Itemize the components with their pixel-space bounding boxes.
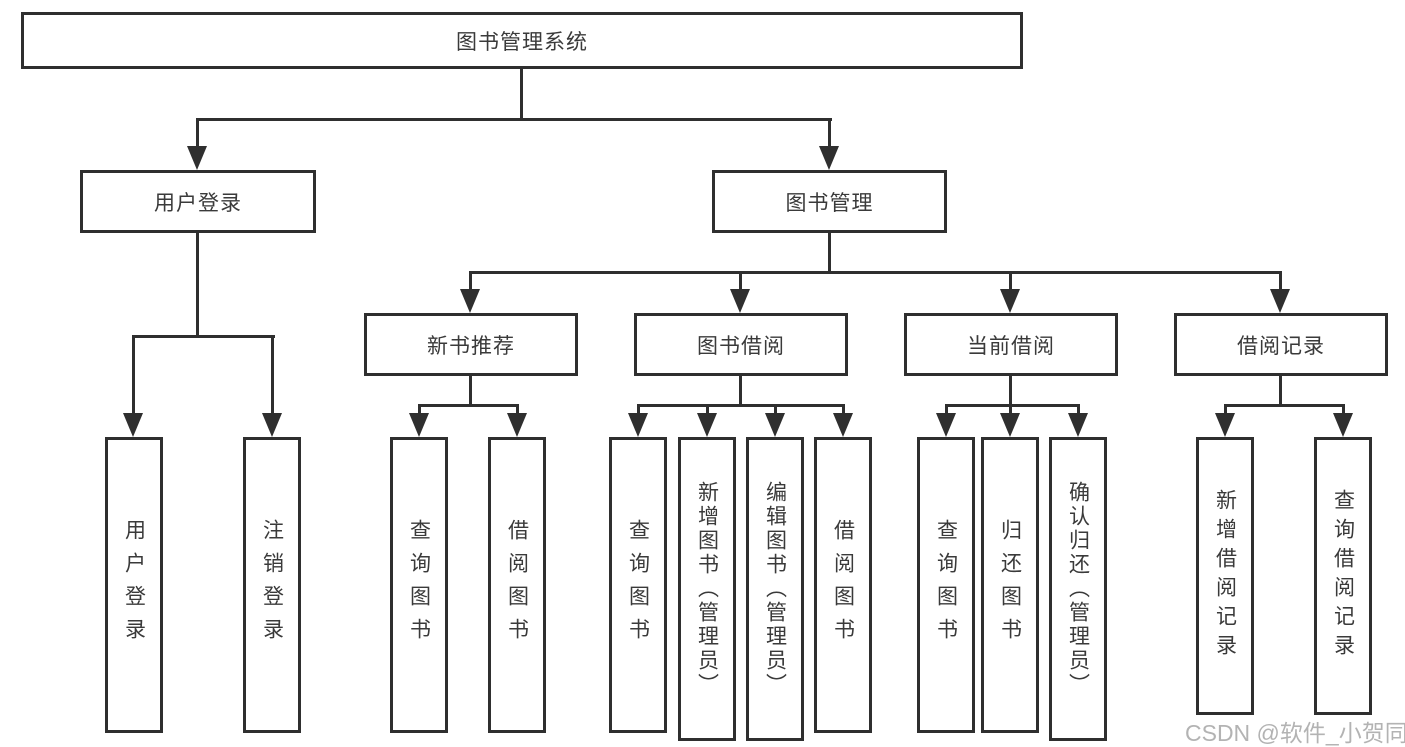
node-user-login: 用户登录: [80, 170, 316, 233]
leaf-logout: 注销登录: [243, 437, 301, 733]
connector-line: [1224, 404, 1227, 415]
arrow-down-icon: [819, 146, 839, 170]
node-borrow-records: 借阅记录: [1174, 313, 1388, 376]
connector-line: [132, 335, 135, 415]
leaf-query-books-current: 查询图书: [917, 437, 975, 733]
node-current-borrowing-label: 当前借阅: [967, 334, 1055, 358]
connector-line: [1279, 271, 1282, 291]
connector-line: [1224, 404, 1345, 407]
leaf-borrow-books-label: 借阅图书: [831, 519, 855, 651]
leaf-add-borrow-record: 新增借阅记录: [1196, 437, 1254, 715]
connector-line: [196, 233, 199, 335]
connector-line: [196, 118, 199, 150]
leaf-edit-books-admin-label: 编辑图书（管理员）: [763, 481, 787, 697]
leaf-confirm-return-admin-label: 确认归还（管理员）: [1066, 481, 1090, 697]
leaf-borrow-books-recommend-label: 借阅图书: [505, 519, 529, 651]
connector-line: [1009, 271, 1012, 291]
leaf-borrow-books: 借阅图书: [814, 437, 872, 733]
connector-line: [469, 271, 472, 291]
node-library-system: 图书管理系统: [21, 12, 1023, 69]
leaf-return-books-label: 归还图书: [998, 519, 1022, 651]
connector-line: [271, 335, 274, 415]
arrow-down-icon: [507, 413, 527, 437]
leaf-add-books-admin: 新增图书（管理员）: [678, 437, 736, 741]
arrow-down-icon: [765, 413, 785, 437]
connector-line: [418, 404, 519, 407]
leaf-borrow-books-recommend: 借阅图书: [488, 437, 546, 733]
connector-line: [739, 376, 742, 404]
arrow-down-icon: [833, 413, 853, 437]
arrow-down-icon: [1000, 289, 1020, 313]
connector-line: [1077, 404, 1080, 415]
leaf-query-books-recommend-label: 查询图书: [407, 519, 431, 651]
node-user-login-label: 用户登录: [154, 191, 242, 215]
connector-line: [706, 404, 709, 415]
leaf-query-borrow-record-label: 查询借阅记录: [1331, 489, 1355, 663]
arrow-down-icon: [1000, 413, 1020, 437]
node-book-management-label: 图书管理: [785, 191, 874, 215]
connector-line: [1009, 376, 1012, 404]
connector-line: [945, 404, 1080, 407]
leaf-query-books-recommend: 查询图书: [390, 437, 448, 733]
leaf-query-books-current-label: 查询图书: [934, 519, 958, 651]
arrow-down-icon: [460, 289, 480, 313]
arrow-down-icon: [628, 413, 648, 437]
connector-line: [1009, 404, 1012, 415]
connector-line: [132, 335, 275, 338]
connector-line: [774, 404, 777, 415]
connector-line: [469, 376, 472, 404]
connector-line: [739, 271, 742, 291]
node-book-borrowing: 图书借阅: [634, 313, 848, 376]
arrow-down-icon: [409, 413, 429, 437]
leaf-edit-books-admin: 编辑图书（管理员）: [746, 437, 804, 741]
node-new-book-recommend: 新书推荐: [364, 313, 578, 376]
connector-line: [828, 118, 831, 150]
connector-line: [469, 271, 1282, 274]
leaf-confirm-return-admin: 确认归还（管理员）: [1049, 437, 1107, 741]
leaf-add-borrow-record-label: 新增借阅记录: [1213, 489, 1237, 663]
arrow-down-icon: [1333, 413, 1353, 437]
connector-line: [418, 404, 421, 415]
leaf-return-books: 归还图书: [981, 437, 1039, 733]
node-book-borrowing-label: 图书借阅: [697, 334, 785, 358]
node-new-book-recommend-label: 新书推荐: [427, 334, 515, 358]
node-book-management: 图书管理: [712, 170, 947, 233]
connector-line: [1279, 376, 1282, 404]
connector-line: [520, 69, 523, 118]
connector-line: [1342, 404, 1345, 415]
arrow-down-icon: [1215, 413, 1235, 437]
arrow-down-icon: [1068, 413, 1088, 437]
arrow-down-icon: [1270, 289, 1290, 313]
leaf-query-books-borrowing: 查询图书: [609, 437, 667, 733]
arrow-down-icon: [187, 146, 207, 170]
arrow-down-icon: [262, 413, 282, 437]
leaf-logout-label: 注销登录: [260, 519, 284, 651]
connector-line: [637, 404, 845, 407]
connector-line: [196, 118, 832, 121]
leaf-add-books-admin-label: 新增图书（管理员）: [695, 481, 719, 697]
connector-line: [637, 404, 640, 415]
node-current-borrowing: 当前借阅: [904, 313, 1118, 376]
leaf-user-login-label: 用户登录: [122, 519, 146, 651]
node-library-system-label: 图书管理系统: [456, 30, 588, 54]
arrow-down-icon: [123, 413, 143, 437]
leaf-query-borrow-record: 查询借阅记录: [1314, 437, 1372, 715]
arrow-down-icon: [936, 413, 956, 437]
connector-line: [516, 404, 519, 415]
csdn-watermark: CSDN @软件_小贺同学: [1185, 720, 1405, 746]
leaf-user-login: 用户登录: [105, 437, 163, 733]
arrow-down-icon: [730, 289, 750, 313]
leaf-query-books-borrowing-label: 查询图书: [626, 519, 650, 651]
arrow-down-icon: [697, 413, 717, 437]
connector-line: [842, 404, 845, 415]
connector-line: [945, 404, 948, 415]
connector-line: [828, 233, 831, 271]
node-borrow-records-label: 借阅记录: [1237, 334, 1325, 358]
